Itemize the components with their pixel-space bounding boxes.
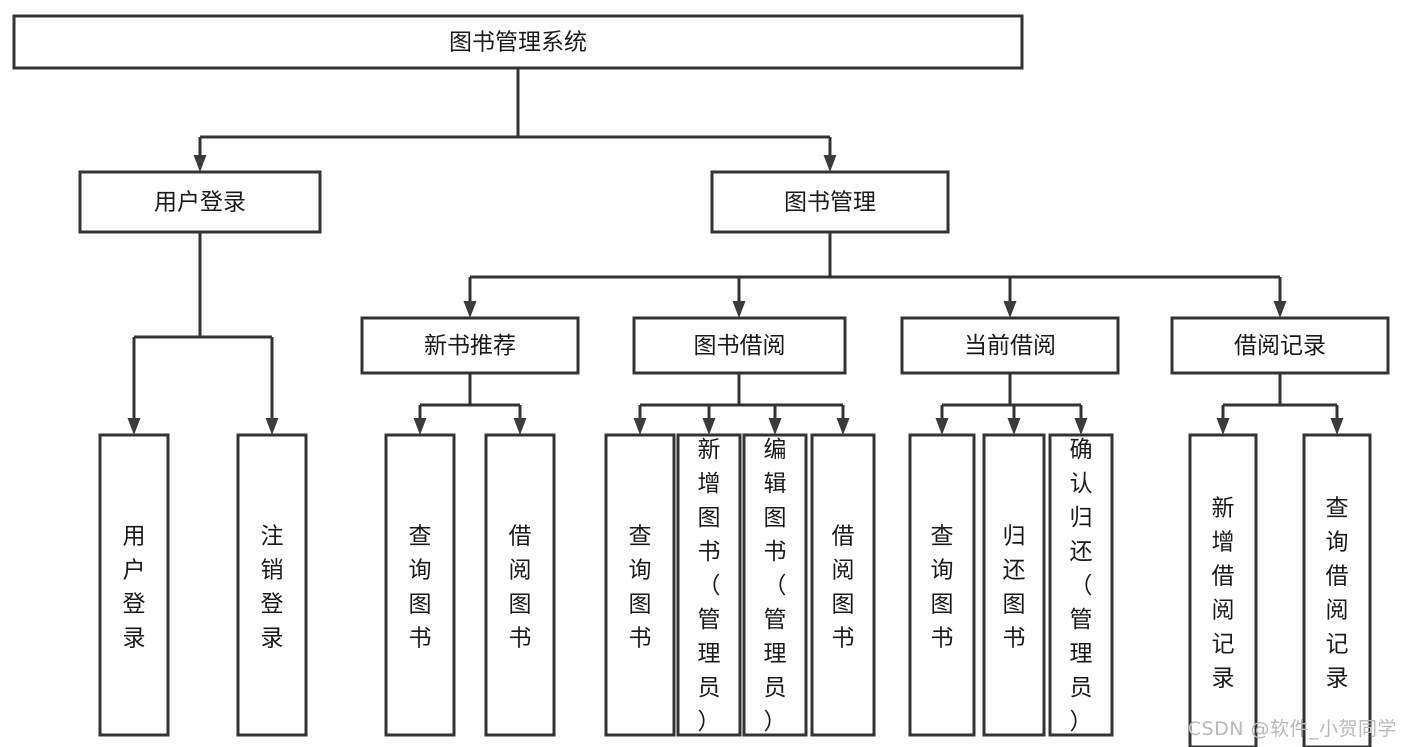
watermark-text: CSDN @软件_小贺同学 <box>1187 718 1397 740</box>
node-box <box>78 170 322 234</box>
node-leaf-add-book[interactable]: 新增图书（管理员） <box>676 433 742 737</box>
node-book-borrow[interactable]: 图书借阅 <box>632 316 847 375</box>
node-label: 查询借阅记录 <box>1326 496 1349 692</box>
node-label: 查询图书 <box>629 524 652 652</box>
node-box <box>236 433 308 737</box>
node-label: 归还图书 <box>1003 524 1026 652</box>
node-box <box>710 170 950 234</box>
node-box <box>360 316 580 375</box>
node-borrow-record[interactable]: 借阅记录 <box>1170 316 1390 375</box>
node-label: 借阅图书 <box>509 524 532 652</box>
node-leaf-user-login[interactable]: 用户登录 <box>98 433 170 737</box>
node-box <box>604 433 676 737</box>
node-box <box>742 433 808 737</box>
node-leaf-query-book-3[interactable]: 查询图书 <box>908 433 976 737</box>
node-leaf-query-book-2[interactable]: 查询图书 <box>604 433 676 737</box>
node-leaf-query-record[interactable]: 查询借阅记录 <box>1302 433 1372 747</box>
node-leaf-query-book-1[interactable]: 查询图书 <box>384 433 456 737</box>
node-book-manage[interactable]: 图书管理 <box>710 170 950 234</box>
node-label: 借阅图书 <box>832 524 855 652</box>
node-box <box>1170 316 1390 375</box>
node-label: 当前借阅 <box>964 333 1056 359</box>
node-label: 借阅记录 <box>1234 333 1326 359</box>
node-label: 图书借阅 <box>694 333 786 359</box>
node-new-book-rec[interactable]: 新书推荐 <box>360 316 580 375</box>
node-box <box>1302 433 1372 747</box>
node-box <box>98 433 170 737</box>
node-box <box>676 433 742 737</box>
node-box <box>1048 433 1114 737</box>
node-leaf-return-book[interactable]: 归还图书 <box>982 433 1046 737</box>
connector-br-to-leaves <box>1216 373 1344 435</box>
node-leaf-add-record[interactable]: 新增借阅记录 <box>1188 433 1258 747</box>
connectors-layer <box>127 68 1344 435</box>
node-current-borrow[interactable]: 当前借阅 <box>900 316 1120 375</box>
node-label: 新书推荐 <box>424 333 516 359</box>
connector-bm-to-level3 <box>463 232 1287 318</box>
node-label: 新增借阅记录 <box>1212 496 1235 692</box>
node-label: 查询图书 <box>409 524 432 652</box>
node-label: 用户登录 <box>154 190 246 216</box>
node-box <box>1188 433 1258 747</box>
node-box <box>810 433 876 737</box>
node-root[interactable]: 图书管理系统 <box>12 14 1024 70</box>
node-box <box>908 433 976 737</box>
node-box <box>484 433 556 737</box>
node-leaf-borrow-book-2[interactable]: 借阅图书 <box>810 433 876 737</box>
connector-nbr-to-leaves <box>413 373 527 435</box>
node-label: 查询图书 <box>931 524 954 652</box>
node-box <box>384 433 456 737</box>
node-label: 用户登录 <box>123 524 146 652</box>
node-label: 注销登录 <box>261 524 284 652</box>
connector-bb-to-leaves <box>633 373 850 435</box>
node-leaf-edit-book[interactable]: 编辑图书（管理员） <box>742 433 808 737</box>
node-label: 图书管理系统 <box>449 30 587 56</box>
node-user-login[interactable]: 用户登录 <box>78 170 322 234</box>
connector-ul-to-leaves <box>127 232 279 435</box>
node-label: 图书管理 <box>784 190 876 216</box>
node-leaf-borrow-book-1[interactable]: 借阅图书 <box>484 433 556 737</box>
connector-root-to-level2 <box>193 68 837 172</box>
node-leaf-confirm-return[interactable]: 确认归还（管理员） <box>1048 433 1114 737</box>
node-box <box>900 316 1120 375</box>
connector-cb-to-leaves <box>935 373 1088 435</box>
node-label: 编辑图书（管理员） <box>764 437 787 735</box>
node-label: 新增图书（管理员） <box>698 437 721 735</box>
node-leaf-logout[interactable]: 注销登录 <box>236 433 308 737</box>
node-box <box>12 14 1024 70</box>
nodes-layer: 图书管理系统用户登录图书管理新书推荐图书借阅当前借阅借阅记录用户登录注销登录查询… <box>12 14 1390 747</box>
node-label: 确认归还（管理员） <box>1070 437 1093 735</box>
node-box <box>982 433 1046 737</box>
node-box <box>632 316 847 375</box>
